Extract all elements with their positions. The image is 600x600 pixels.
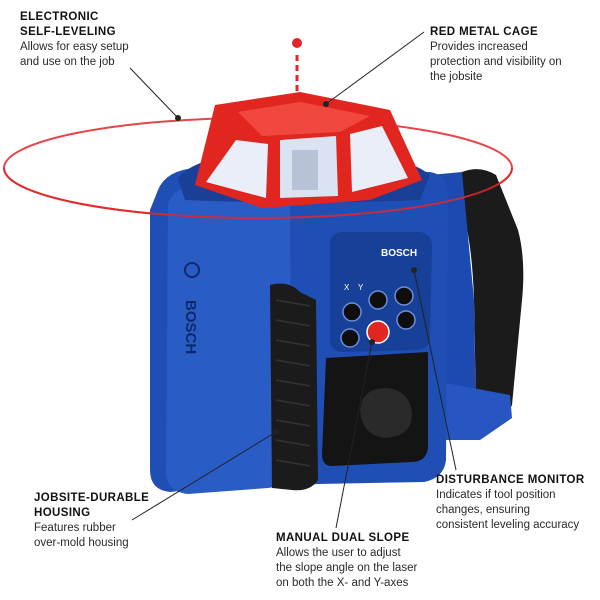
axis-x-label: X [344, 283, 350, 292]
panel-brand-text: BOSCH [381, 248, 417, 259]
leader-housing [131, 431, 277, 521]
red-cage-window-left [206, 140, 268, 198]
panel-buttons [340, 286, 416, 348]
button-rotate [340, 328, 360, 348]
disturbance-desc-1: Indicates if tool position [436, 489, 556, 501]
leader-dot-self-leveling [175, 115, 181, 121]
leader-dot-housing [273, 429, 279, 435]
left-grip-ribs [275, 299, 311, 467]
axis-y-label: Y [358, 283, 364, 292]
leader-dot-red-cage [323, 101, 329, 107]
rotor-head [292, 150, 318, 190]
right-handle [462, 169, 524, 417]
button-slope-up [394, 286, 414, 306]
callout-red-cage: RED METAL CAGE Provides increased protec… [430, 25, 598, 85]
callout-disturbance: DISTURBANCE MONITOR Indicates if tool po… [436, 473, 598, 533]
battery-latch-knob [360, 388, 412, 438]
dual-slope-title: MANUAL DUAL SLOPE [276, 532, 410, 544]
housing-title-1: JOBSITE-DURABLE [34, 492, 150, 504]
dual-slope-desc-1: Allows the user to adjust [276, 547, 401, 559]
button-mode [368, 290, 388, 310]
side-logo [184, 262, 200, 278]
red-cage-window-right [350, 126, 408, 192]
callout-dual-slope: MANUAL DUAL SLOPE Allows the user to adj… [276, 531, 456, 591]
left-rubber-grip [270, 283, 318, 491]
disturbance-desc-3: consistent leveling accuracy [436, 519, 580, 531]
button-down [396, 310, 416, 330]
leader-dot-disturbance [411, 267, 417, 273]
red-cage-desc-3: the jobsite [430, 71, 483, 83]
callout-housing: JOBSITE-DURABLE HOUSING Features rubber … [34, 491, 174, 551]
dual-slope-desc-3: on both the X- and Y-axes [276, 577, 409, 589]
disturbance-title: DISTURBANCE MONITOR [436, 474, 585, 486]
leader-disturbance [413, 269, 457, 471]
housing-left-face [166, 184, 292, 494]
laser-ring-front [3, 167, 513, 219]
button-slope-down [342, 302, 362, 322]
housing-title-2: HOUSING [34, 507, 91, 519]
leader-red-cage [325, 31, 425, 105]
disturbance-desc-2: changes, ensuring [436, 504, 530, 516]
red-cage-desc-2: protection and visibility on [430, 56, 562, 68]
button-power [366, 320, 390, 344]
right-base-arm [430, 380, 512, 440]
red-cage-desc-1: Provides increased [430, 41, 528, 53]
self-leveling-desc-1: Allows for easy setup [20, 41, 129, 53]
red-cage-title: RED METAL CAGE [430, 26, 539, 38]
callout-self-leveling: ELECTRONIC SELF-LEVELING Allows for easy… [20, 10, 180, 70]
housing-desc-2: over-mold housing [34, 537, 129, 549]
laser-dot [292, 38, 302, 48]
self-leveling-title-2: SELF-LEVELING [20, 26, 116, 38]
housing-desc-1: Features rubber [34, 522, 116, 534]
leader-dual-slope [335, 341, 373, 529]
leader-dot-dual-slope [369, 339, 375, 345]
dual-slope-desc-2: the slope angle on the laser [276, 562, 418, 574]
leader-self-leveling [129, 67, 179, 119]
self-leveling-desc-2: and use on the job [20, 56, 115, 68]
self-leveling-title-1: ELECTRONIC [20, 11, 99, 23]
red-cage-top [238, 102, 370, 136]
side-brand-text: BOSCH [182, 300, 199, 354]
